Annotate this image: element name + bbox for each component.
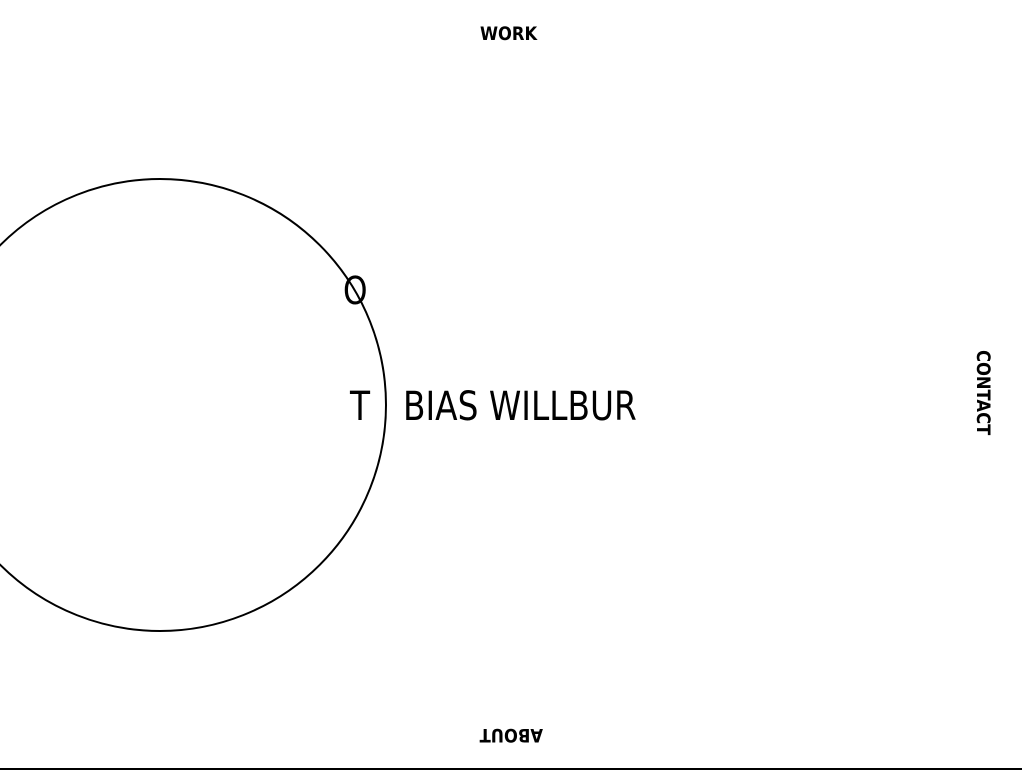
bottom-divider [0,768,1022,770]
nav-about-link[interactable]: ABOUT [479,724,543,746]
name-first-letter: T [350,384,371,430]
nav-work-link[interactable]: WORK [480,23,538,45]
orbiting-letter: O [343,269,368,313]
nav-contact-link[interactable]: CONTACT [972,350,994,436]
name-remaining-text: BIAS WILLBUR [403,384,637,430]
